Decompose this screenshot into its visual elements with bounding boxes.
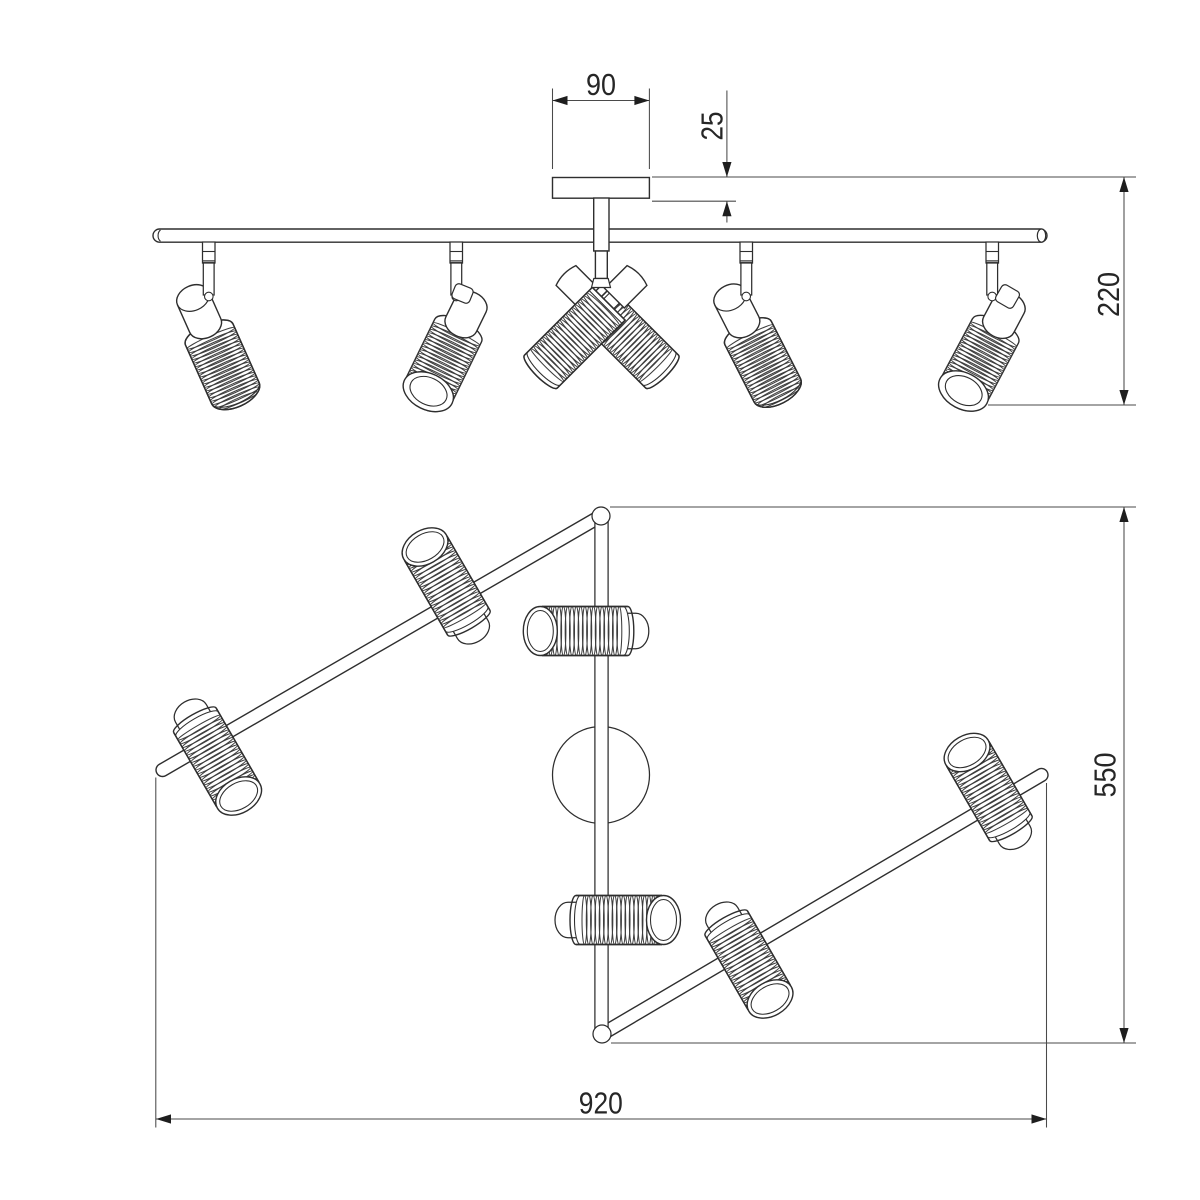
svg-text:920: 920 (579, 1087, 623, 1121)
svg-text:25: 25 (696, 112, 730, 141)
svg-text:220: 220 (1092, 272, 1126, 317)
svg-text:550: 550 (1089, 753, 1123, 798)
svg-text:90: 90 (586, 68, 616, 102)
